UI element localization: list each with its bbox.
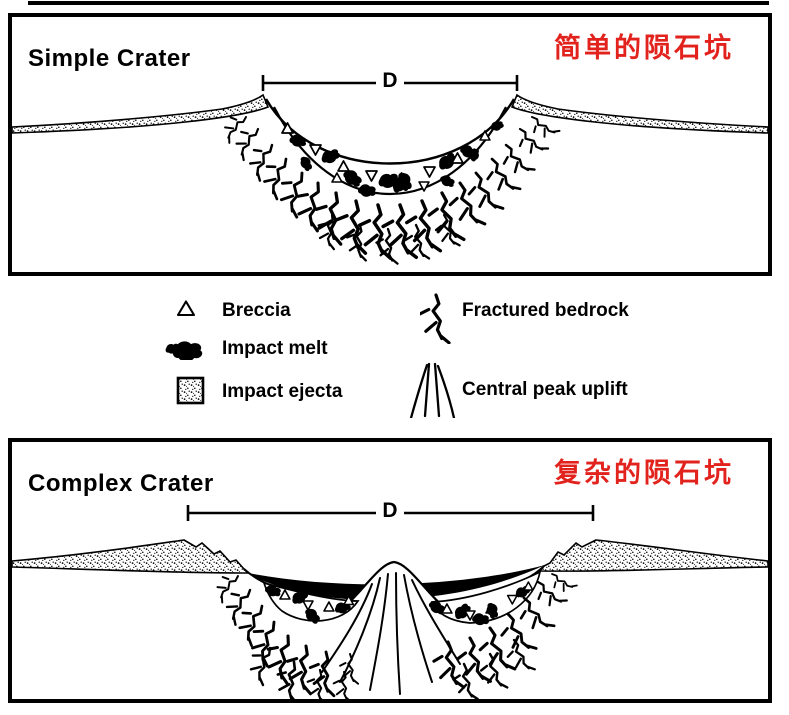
- breccia-lens: [266, 99, 514, 194]
- central-peak-uplift-lines: [321, 572, 461, 695]
- central-peak-outline: [337, 560, 451, 613]
- fractured-bedrock-crack-icon: [420, 293, 451, 344]
- lens-bottom-line: [273, 106, 507, 196]
- diameter-line: [186, 505, 595, 521]
- complex-crater-title-chinese: 复杂的陨石坑: [554, 458, 734, 488]
- ejecta-blanket-left: [12, 93, 270, 134]
- diameter-label: D: [382, 69, 398, 92]
- simple-crater-panel: Simple Crater 简单的陨石坑 D: [8, 13, 772, 276]
- simple-crater-title-chinese: 简单的陨石坑: [554, 33, 734, 63]
- simple-crater-title: Simple Crater: [28, 44, 191, 72]
- legend-label-impact-ejecta: Impact ejecta: [222, 381, 343, 402]
- diameter-label: D: [382, 499, 398, 522]
- ejecta-blanket-left: [12, 539, 250, 574]
- legend-label-breccia: Breccia: [222, 300, 291, 321]
- legend-label-impact-melt: Impact melt: [222, 338, 328, 359]
- complex-crater-illustration: [12, 505, 768, 699]
- diameter-line: [261, 75, 519, 91]
- legend-label-fractured-bedrock: Fractured bedrock: [462, 300, 629, 321]
- impact-melt-blob-icon: [164, 341, 203, 360]
- legend-label-central-peak-uplift: Central peak uplift: [462, 379, 628, 400]
- scan-artifact-line: [28, 1, 769, 5]
- impact-ejecta-stipple-icon: [176, 376, 205, 405]
- complex-crater-panel: Complex Crater 复杂的陨石坑 D: [8, 438, 772, 703]
- breccia-triangle-icon: [176, 300, 196, 317]
- ejecta-blanket-right: [538, 539, 768, 572]
- central-peak-uplift-icon: [409, 362, 456, 418]
- simple-crater-illustration: [12, 75, 768, 265]
- ejecta-blanket-right: [510, 93, 768, 134]
- complex-crater-title: Complex Crater: [28, 469, 214, 497]
- impact-melt-sheet: [248, 565, 545, 600]
